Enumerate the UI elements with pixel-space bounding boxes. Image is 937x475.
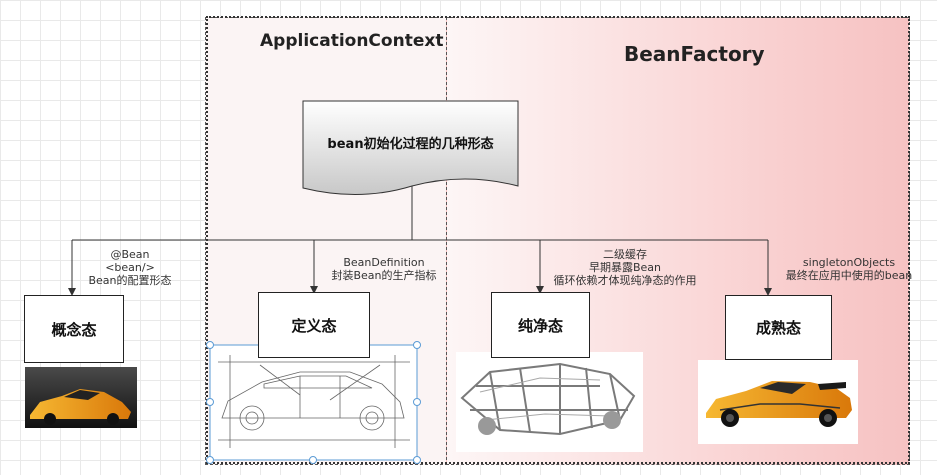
car-chassis-image	[456, 352, 643, 452]
annotation-line: singletonObjects	[802, 256, 896, 269]
annotation-concept: @Bean <bean/> Bean的配置形态	[80, 248, 180, 287]
root-document-shape	[302, 100, 519, 196]
annotation-line: 最终在应用中使用的bean	[785, 269, 913, 282]
annotation-line: 二级缓存	[603, 248, 647, 261]
application-context-title: ApplicationContext	[260, 31, 444, 51]
state-label-definition: 定义态	[291, 316, 337, 335]
state-box-mature: 成熟态	[725, 295, 832, 360]
bean-factory-title: BeanFactory	[624, 42, 765, 66]
sports-car-image	[25, 367, 137, 428]
state-label-concept: 概念态	[51, 320, 97, 339]
annotation-line: 早期暴露Bean	[588, 261, 662, 274]
state-box-definition: 定义态	[258, 292, 370, 358]
car-blueprint-image	[206, 326, 421, 464]
annotation-line: @Bean	[110, 248, 150, 261]
finished-car-image	[698, 360, 858, 444]
annotation-pure: 二级缓存 早期暴露Bean 循环依赖才体现纯净态的作用	[540, 248, 710, 287]
annotation-line: 封装Bean的生产指标	[331, 269, 437, 282]
connectors	[68, 186, 772, 296]
annotation-line: <bean/>	[105, 261, 155, 274]
annotation-line: BeanDefinition	[343, 256, 425, 269]
annotation-line: Bean的配置形态	[88, 274, 172, 287]
annotation-mature: singletonObjects 最终在应用中使用的bean	[774, 256, 924, 282]
state-label-pure: 纯净态	[517, 316, 563, 335]
state-box-concept: 概念态	[24, 295, 124, 363]
state-box-pure: 纯净态	[491, 292, 590, 358]
annotation-line: 循环依赖才体现纯净态的作用	[553, 274, 697, 287]
annotation-definition: BeanDefinition 封装Bean的生产指标	[324, 256, 444, 282]
state-label-mature: 成熟态	[755, 319, 801, 337]
root-title: bean初始化过程的几种形态	[327, 137, 494, 152]
